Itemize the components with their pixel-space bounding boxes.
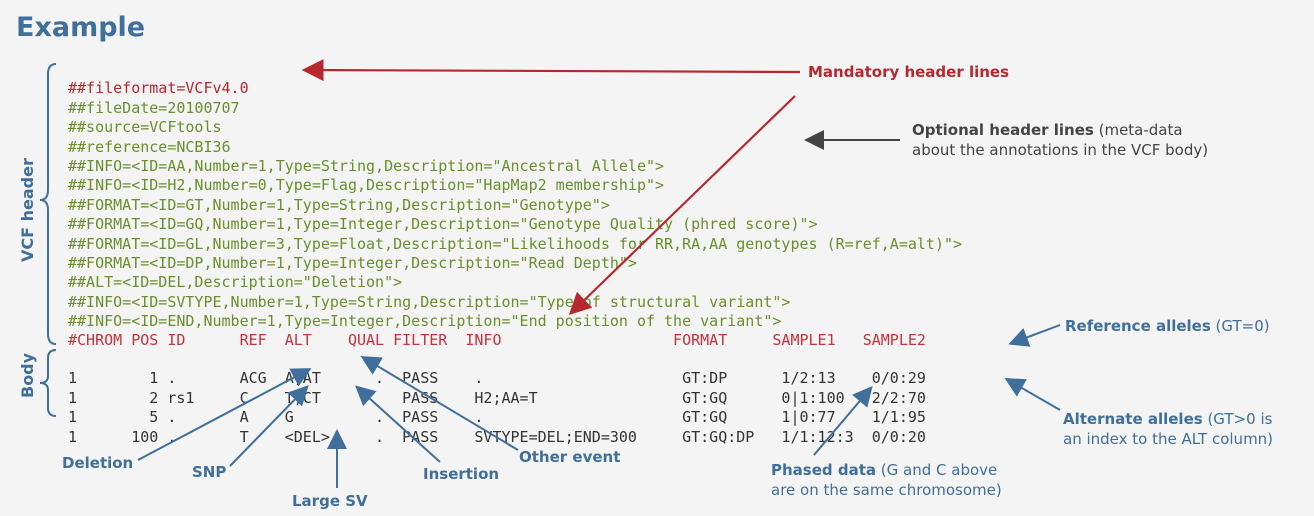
header-line: ##fileformat=VCFv4.0 — [68, 79, 249, 98]
mandatory-arrow-1 — [301, 59, 801, 82]
alternate-alleles-label: Alternate alleles (GT>0 is an index to t… — [1063, 409, 1273, 449]
deletion-label: Deletion — [62, 454, 134, 472]
header-line: ##INFO=<ID=END,Number=1,Type=Integer,Des… — [68, 312, 782, 331]
phased-data-rest: (G and C above — [876, 461, 998, 479]
header-line: ##FORMAT=<ID=GL,Number=3,Type=Float,Desc… — [68, 234, 963, 253]
large-sv-label: Large SV — [292, 492, 368, 510]
header-line: ##INFO=<ID=AA,Number=1,Type=String,Descr… — [68, 157, 665, 176]
body-brace — [39, 349, 57, 417]
optional-header-rest-2: about the annotations in the VCF body) — [912, 141, 1209, 159]
vcf-header-lines: ##fileformat=VCFv4.0##fileDate=20100707#… — [68, 60, 962, 351]
mandatory-header-label: Mandatory header lines — [808, 63, 1010, 81]
reference-alleles-rest: (GT=0) — [1210, 317, 1270, 335]
header-line: ##fileDate=20100707 — [68, 98, 240, 117]
page-title: Example — [16, 12, 146, 43]
phased-arrow — [813, 385, 873, 456]
mandatory-arrow-2 — [568, 95, 796, 316]
header-line: ##FORMAT=<ID=GT,Number=1,Type=String,Des… — [68, 195, 610, 214]
body-row: 1 5 . A G . PASS . GT:GQ 1|0:77 1/1:95 — [68, 408, 926, 427]
snp-arrow — [229, 385, 309, 467]
header-line: ##reference=NCBI36 — [68, 137, 231, 156]
optional-header-label: Optional header lines (meta-data about t… — [912, 120, 1208, 160]
phased-data-rest-2: are on the same chromosome) — [771, 481, 1002, 499]
other-event-arrow — [360, 355, 519, 451]
body-row: 1 2 rs1 C T,CT PASS H2;AA=T GT:GQ 0|1:10… — [68, 388, 926, 407]
reference-arrow — [1008, 324, 1061, 347]
deletion-arrow — [137, 368, 312, 461]
alternate-alleles-bold: Alternate alleles — [1063, 410, 1203, 428]
header-line: ##ALT=<ID=DEL,Description="Deletion"> — [68, 273, 403, 292]
phased-data-label: Phased data (G and C above are on the sa… — [771, 460, 1002, 500]
alternate-alleles-rest-2: an index to the ALT column) — [1063, 430, 1274, 448]
alternate-arrow — [1004, 378, 1061, 411]
other-event-label: Other event — [519, 448, 621, 466]
optional-header-rest: (meta-data — [1093, 121, 1183, 139]
phased-data-bold: Phased data — [771, 461, 877, 479]
snp-label: SNP — [192, 463, 227, 481]
column-header-line: #CHROM POS ID REF ALT QUAL FILTER INFO F… — [68, 331, 926, 349]
optional-header-bold: Optional header lines — [912, 121, 1094, 139]
alternate-alleles-rest: (GT>0 is — [1202, 410, 1273, 428]
header-line: ##source=VCFtools — [68, 118, 222, 137]
header-line: ##FORMAT=<ID=DP,Number=1,Type=Integer,De… — [68, 254, 637, 273]
reference-alleles-label: Reference alleles (GT=0) — [1065, 317, 1270, 335]
header-line: ##FORMAT=<ID=GQ,Number=1,Type=Integer,De… — [68, 215, 818, 234]
header-brace — [39, 63, 57, 345]
reference-alleles-bold: Reference alleles — [1065, 317, 1211, 335]
insertion-arrow — [355, 385, 441, 463]
body-row: 1 100 . T <DEL> . PASS SVTYPE=DEL;END=30… — [68, 427, 926, 446]
insertion-label: Insertion — [423, 465, 500, 483]
header-line: ##INFO=<ID=H2,Number=0,Type=Flag,Descrip… — [68, 176, 665, 195]
